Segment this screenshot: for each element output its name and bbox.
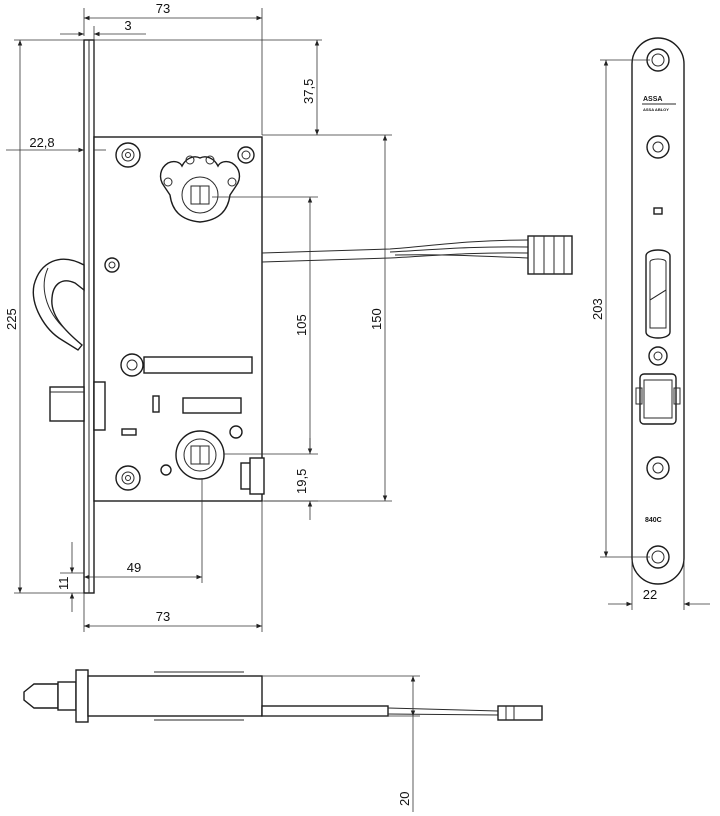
follower-hub-icon [160, 425, 265, 495]
hook-bolt [32, 258, 85, 351]
forend-screw-top-icon [646, 135, 670, 159]
dim-backset-small: 22,8 [29, 135, 54, 150]
case-screw-right-top-icon [237, 146, 255, 164]
front-view [32, 39, 573, 594]
side-latch-tip [23, 683, 59, 709]
case-screw-top-icon [115, 142, 141, 168]
hook-bolt-slot [645, 249, 671, 339]
dim-bottom-offset: 11 [56, 577, 71, 591]
dim-width-bottom: 73 [156, 609, 170, 624]
forend-screw-bottom-icon [646, 456, 670, 480]
dim-faceplate-offset: 3 [124, 18, 131, 33]
connector-cable [261, 235, 573, 275]
forend-screw-mid-icon [648, 346, 668, 366]
brand-sub: ASSA ABLOY [643, 107, 669, 112]
dim-case-height: 150 [369, 308, 384, 330]
latch-bolt [49, 386, 85, 422]
case-screw-mid-icon [104, 257, 120, 273]
dim-top-offset: 37,5 [301, 79, 316, 104]
dim-strike-height: 203 [590, 298, 605, 320]
side-forend [75, 669, 89, 723]
dim-follower-offset: 19,5 [294, 469, 309, 494]
latch-opening [635, 373, 681, 425]
forend-view: ASSA ASSA ABLOY 840C [590, 37, 710, 610]
front-dimensions: 73 3 37,5 22,8 225 150 105 19,5 [4, 1, 392, 632]
brand-logo: ASSA [643, 96, 662, 103]
dim-width-top: 73 [156, 1, 170, 16]
cylinder-hub-icon [159, 155, 241, 223]
dim-strike-width: 22 [643, 587, 657, 602]
cam-lever [120, 353, 253, 436]
model-label: 840C [645, 517, 662, 524]
dim-follower-backset: 49 [127, 560, 141, 575]
side-case [87, 675, 263, 717]
plug-connector-icon [527, 235, 573, 275]
case-screw-bottom-icon [115, 465, 141, 491]
side-view: 20 [23, 669, 543, 812]
dim-side-thickness: 20 [397, 792, 412, 806]
side-plug-icon [497, 705, 543, 721]
dim-cylinder-spacing: 105 [294, 314, 309, 336]
dim-overall-height: 225 [4, 308, 19, 330]
